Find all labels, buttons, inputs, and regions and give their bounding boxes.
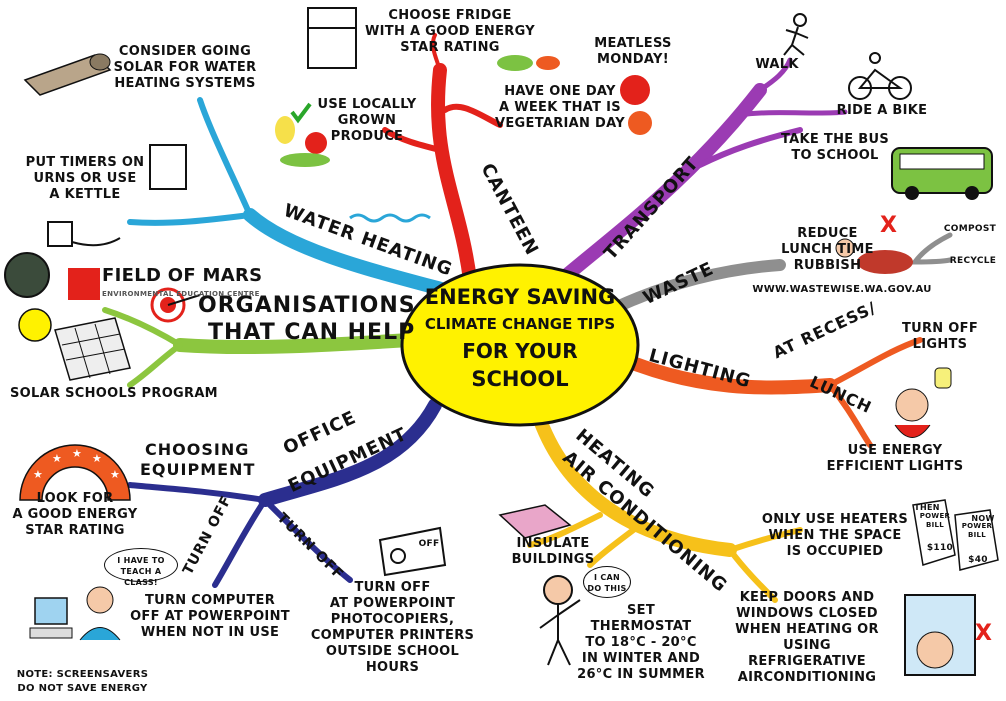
tip-bus: TAKE THE BUS TO SCHOOL [781,132,889,163]
bus-icon [891,147,993,200]
branch-label-choosing: CHOOSING [145,440,250,459]
svg-text:★: ★ [33,468,43,481]
bill-then-icon [912,499,956,566]
target-icon [150,287,201,323]
tip-star-rating: LOOK FOR A GOOD ENERGY STAR RATING [12,491,138,538]
svg-text:★: ★ [110,468,120,481]
rubbish-pile-icon [835,238,913,274]
bill-now-icon [954,509,999,571]
branch-label-choosing-2: EQUIPMENT [140,460,256,479]
bill-then-title: POWER BILL [919,512,951,529]
window-person-icon [904,594,976,676]
bill-then-label: THEN [914,503,940,512]
bill-now-label: NOW [971,514,995,523]
checkmark-icon [290,102,312,124]
tip-powerpoint: TURN OFF AT POWERPOINT PHOTOCOPIERS, COM… [310,580,475,675]
solar-roll-icon [23,53,112,96]
kettle-icon [47,221,121,247]
tip-turn-off-computer: TURN COMPUTER OFF AT POWERPOINT WHEN NOT… [130,593,290,640]
sun-icon [18,308,52,342]
tip-insulate: INSULATE BUILDINGS [511,536,595,567]
bill-now-title: POWER BILL [961,522,993,539]
svg-text:★: ★ [92,452,102,465]
branch-heating [527,413,803,603]
center-line-2: CLIMATE CHANGE TIPS [424,315,616,333]
cross-icon-2: X [975,621,992,646]
urn-icon [149,144,187,190]
center-title: ENERGY SAVING CLIMATE CHANGE TIPS FOR YO… [402,283,638,407]
tip-solar-water: CONSIDER GOING SOLAR FOR WATER HEATING S… [113,44,257,91]
bill-then-amount: $110 [926,543,954,553]
center-line-3: FOR YOUR [462,339,578,363]
branch-canteen [382,33,503,287]
tip-reduce-rubbish: REDUCE LUNCH TIME RUBBISH [781,226,874,273]
bill-now-amount: $40 [968,555,988,565]
logo-name: FIELD OF MARS [102,265,263,286]
thermostat-person-icon [539,575,581,666]
center-ellipse [400,263,640,427]
tip-screensaver-note: NOTE: SCREENSAVERS DO NOT SAVE ENERGY [16,669,149,694]
field-of-mars-logo [68,268,100,300]
bicycle-icon [848,52,912,100]
branch-label-organisations-2: THAT CAN HELP [208,320,416,345]
tip-recycle: RECYCLE [949,256,997,266]
computer-person-icon [29,586,121,641]
fridge-icon [307,7,357,69]
insulation-icon [498,504,572,539]
water-waves-icon [349,213,431,223]
center-line-4: SCHOOL [471,367,569,391]
tip-compost: COMPOST [943,224,997,234]
tip-website: WWW.WASTEWISE.WA.GOV.AU [752,284,932,295]
tip-vegetarian: HAVE ONE DAY A WEEK THAT IS VEGETARIAN D… [495,84,625,131]
tip-timers: PUT TIMERS ON URNS OR USE A KETTLE [25,155,145,202]
tip-local-produce: USE LOCALLY GROWN PRODUCE [317,97,417,144]
tip-heaters: ONLY USE HEATERS WHEN THE SPACE IS OCCUP… [761,512,909,559]
speech-bubble-teach: I HAVE TO TEACH A CLASS! [104,548,178,587]
star-rating-icon: ★ ★ ★ ★ ★ [19,444,131,501]
svg-text:★: ★ [52,452,62,465]
branch-label-organisations: ORGANISATIONS [198,293,416,318]
tip-efficient-lights: USE ENERGY EFFICIENT LIGHTS [826,443,964,474]
tip-walk: WALK [755,57,799,72]
solar-panel-icon [54,317,131,381]
tip-turn-off-lights: TURN OFF LIGHTS [901,321,979,352]
tip-bike: RIDE A BIKE [836,103,928,118]
svg-text:★: ★ [72,447,82,460]
tip-meatless: MEATLESS MONDAY! [594,36,672,67]
branch-office [127,398,442,588]
branch-lighting [618,337,923,448]
branch-water [127,97,452,297]
tip-doors-windows: KEEP DOORS AND WINDOWS CLOSED WHEN HEATI… [735,590,879,685]
produce-icon [275,116,330,167]
branch-transport [548,57,848,292]
organisation-badge-icon [4,252,50,298]
logo-subtitle: ENVIRONMENTAL EDUCATION CENTRE [102,290,260,298]
lightbulb-person-icon [894,367,952,438]
power-switch-icon [378,526,447,577]
power-switch-label: OFF [418,539,440,549]
walking-person-icon [783,13,809,56]
vegetables-icon [497,55,652,135]
tip-solar-schools: SOLAR SCHOOLS PROGRAM [10,386,218,401]
center-line-1: ENERGY SAVING [424,285,616,309]
tip-thermostat: SET THERMOSTAT TO 18°C - 20°C IN WINTER … [577,603,705,682]
speech-bubble-can-do: I CAN DO THIS [583,566,631,598]
tip-fridge: CHOOSE FRIDGE WITH A GOOD ENERGY STAR RA… [365,8,535,55]
branch-organisations [102,307,417,388]
cross-icon: X [880,213,897,238]
